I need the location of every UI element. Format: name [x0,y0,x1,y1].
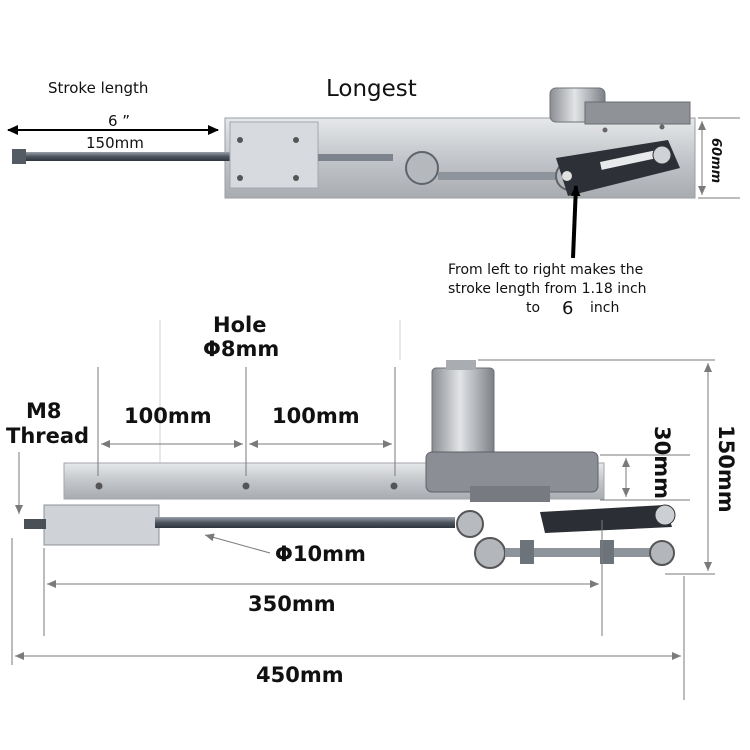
total-length-label: 450mm [256,663,344,687]
plate-height-label: 30mm [650,426,674,499]
bottom-actuator-view [24,360,676,569]
total-height-dimension [478,359,715,575]
stroke-inch-value: 6 ” [108,112,130,130]
bottom-slider-block [43,504,160,546]
spacing-1-label: 100mm [124,404,212,428]
mid-length-dimension [43,520,603,636]
bottom-crank-arm [540,505,672,533]
note-line-1: From left to right makes the [448,262,643,278]
bottom-motor [431,367,495,459]
hole-spacing-dimensions [97,367,396,476]
pointer-arrow [570,185,581,259]
top-height-label: 60mm [708,138,723,183]
bottom-rod [155,517,455,528]
plate-height-dimension [600,454,690,501]
bottom-rod-end [456,510,484,538]
lower-rod-end-left [474,537,506,569]
top-slider-block [229,121,319,189]
mid-length-label: 350mm [248,592,336,616]
lower-rod-end-right [649,540,675,566]
top-rod [12,152,234,161]
top-height-dimension [698,117,740,199]
mounting-hole-2 [242,482,250,490]
note-line-2: stroke length from 1.18 inch [448,281,647,297]
total-height-label: 150mm [714,425,738,513]
top-actuator-view [12,87,696,199]
thread-label-2: Thread [6,424,89,448]
thread-label-1: M8 [26,399,62,423]
rod-diameter-pointer [204,533,271,554]
note-line-3a: to [526,300,540,316]
rod-diameter-label: Φ10mm [275,542,366,566]
mounting-hole-1 [95,482,103,490]
total-length-dimension [11,538,685,700]
note-line-3b: 6 [562,298,573,319]
top-title: Longest [326,76,417,102]
top-gearbox [584,101,691,125]
spacing-2-label: 100mm [272,404,360,428]
note-line-3c: inch [590,300,619,316]
top-rod-nut [12,149,26,164]
mounting-hole-3 [390,482,398,490]
thread-stud [24,519,46,529]
hole-label: Hole [213,313,266,337]
top-rod-end-left [405,151,439,185]
stroke-length-label: Stroke length [48,79,148,97]
hole-diameter: Φ8mm [203,337,279,361]
stroke-mm-value: 150mm [86,134,144,152]
